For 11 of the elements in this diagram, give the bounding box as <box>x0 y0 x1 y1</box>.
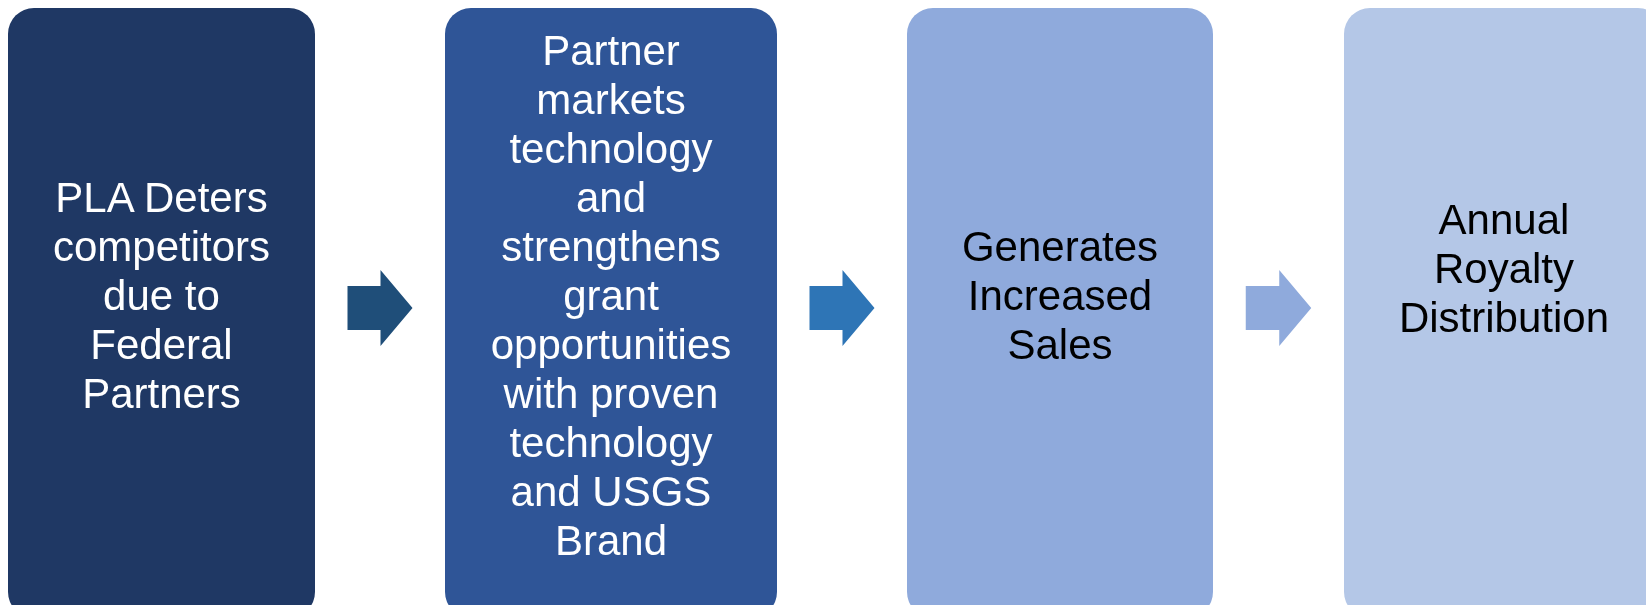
arrow <box>1245 270 1312 346</box>
process-box <box>1344 8 1646 605</box>
arrow <box>347 270 413 346</box>
step-text: PLA Deters competitors due to Federal Partners <box>51 172 272 418</box>
process-box <box>8 8 315 605</box>
step-text: Generates Increased Sales <box>960 221 1160 369</box>
step-text: Annual Royalty Distribution <box>1397 194 1611 342</box>
arrow <box>809 270 875 346</box>
process-box <box>907 8 1213 605</box>
step-text: Partner markets technology and strengthens grant opportunities with proven technology and USGS Brand <box>489 25 733 565</box>
process-box <box>445 8 777 605</box>
